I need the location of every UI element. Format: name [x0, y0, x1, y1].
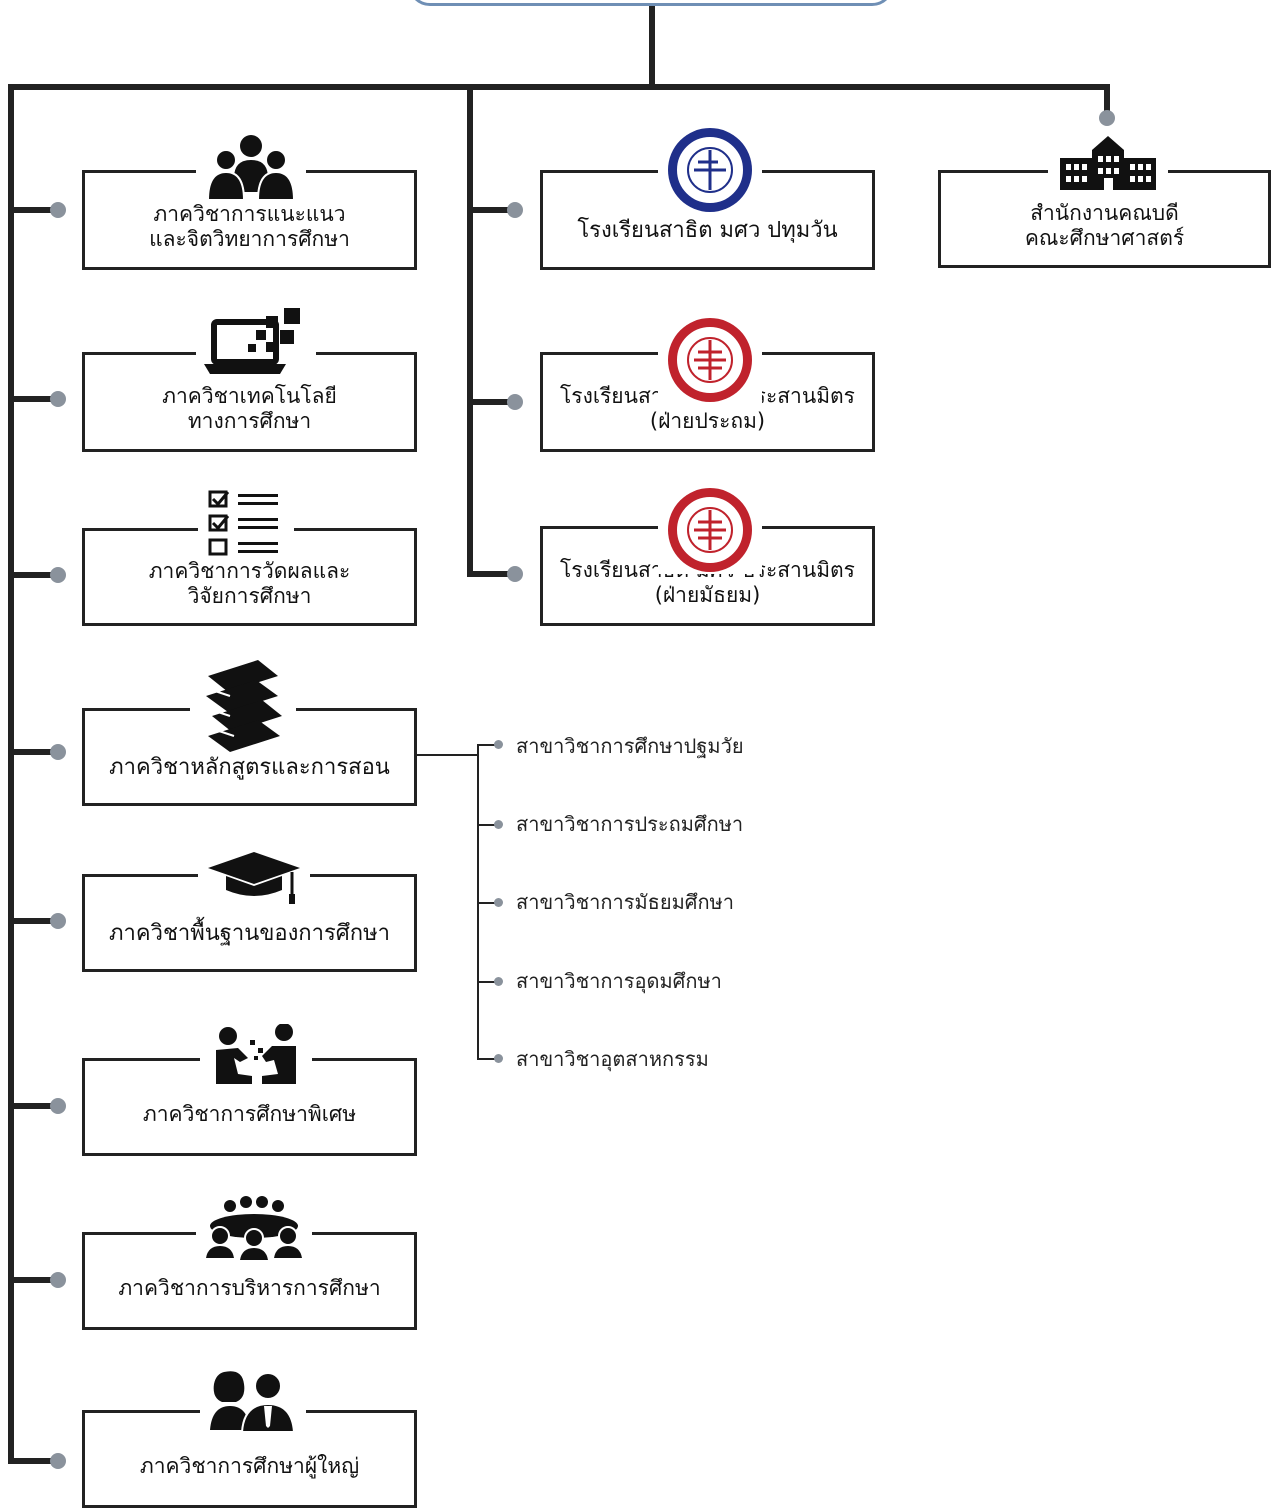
school-seal-red-icon [658, 316, 762, 404]
left-connector-dot [50, 1453, 66, 1469]
left-branch-line [8, 207, 58, 213]
middle-branch-line [467, 207, 517, 213]
middle-connector-dot [507, 202, 523, 218]
sub-branch-dot [494, 820, 503, 829]
root-vertical-line [649, 6, 655, 86]
left-branch-line [8, 918, 58, 924]
sub-branch-label: สาขาวิชาการศึกษาปฐมวัย [516, 734, 744, 758]
school-label: โรงเรียนสาธิต มศว ประสานมิตร (ฝ่ายประถม) [560, 384, 855, 433]
middle-branch-line [467, 399, 517, 405]
middle-connector-dot [507, 394, 523, 410]
building-icon [1048, 132, 1168, 190]
left-connector-dot [50, 744, 66, 760]
sub-branch-dot [494, 977, 503, 986]
left-connector-dot [50, 1272, 66, 1288]
left-spine-line [8, 84, 14, 1464]
sub-branch-tick [477, 744, 497, 746]
left-branch-line [8, 1277, 58, 1283]
office-label: สำนักงานคณบดี คณะศึกษาศาสตร์ [1024, 201, 1185, 250]
sub-branch-tick [477, 824, 497, 826]
graduation-cap-icon [198, 850, 310, 906]
left-connector-dot [50, 391, 66, 407]
middle-connector-dot [507, 566, 523, 582]
dept-label: ภาควิชาหลักสูตรและการสอน [109, 754, 390, 780]
sub-branch-tick [477, 1058, 497, 1060]
right-connector-dot [1099, 110, 1115, 126]
dept-label: ภาควิชาการแนะแนว และจิตวิทยาการศึกษา [149, 202, 350, 251]
children-playing-icon [200, 1024, 312, 1086]
left-branch-line [8, 1458, 58, 1464]
books-icon [190, 656, 296, 752]
checklist-icon [198, 490, 294, 560]
dept-label: ภาควิชาการบริหารการศึกษา [118, 1275, 381, 1300]
school-seal-blue-icon [658, 126, 762, 214]
sub-branch-dot [494, 898, 503, 907]
left-branch-line [8, 749, 58, 755]
dept-measurement-box: ภาควิชาการวัดผลและ วิจัยการศึกษา [82, 528, 417, 626]
left-connector-dot [50, 202, 66, 218]
left-branch-line [8, 396, 58, 402]
school-label: โรงเรียนสาธิต มศว ปทุมวัน [577, 217, 838, 243]
group-people-icon [196, 134, 306, 202]
left-branch-line [8, 1103, 58, 1109]
sub-branch-dot [494, 740, 503, 749]
left-connector-dot [50, 913, 66, 929]
laptop-pixels-icon [196, 306, 316, 376]
right-drop-line [1104, 84, 1110, 122]
sub-connector-horizontal [417, 754, 479, 756]
sub-branch-tick [477, 981, 497, 983]
main-horizontal-line [8, 84, 1110, 90]
dept-label: ภาควิชาการศึกษาพิเศษ [142, 1101, 357, 1126]
left-connector-dot [50, 1098, 66, 1114]
middle-branch-line [467, 571, 517, 577]
sub-branch-tick [477, 902, 497, 904]
sub-branch-dot [494, 1054, 503, 1063]
dept-label: ภาควิชาการวัดผลและ วิจัยการศึกษา [148, 559, 351, 608]
meeting-table-icon [196, 1196, 312, 1260]
dept-label: ภาควิชาเทคโนโลยี ทางการศึกษา [162, 384, 337, 433]
sub-branch-label: สาขาวิชาอุตสาหกรรม [516, 1047, 709, 1071]
sub-branch-label: สาขาวิชาการอุดมศึกษา [516, 969, 722, 993]
school-seal-red-icon [658, 486, 762, 574]
adults-icon [200, 1368, 306, 1432]
middle-spine-line [467, 84, 473, 576]
sub-branch-label: สาขาวิชาการมัธยมศึกษา [516, 890, 734, 914]
left-connector-dot [50, 567, 66, 583]
dept-label: ภาควิชาพื้นฐานของการศึกษา [109, 920, 390, 946]
sub-branch-label: สาขาวิชาการประถมศึกษา [516, 812, 744, 836]
left-branch-line [8, 572, 58, 578]
dept-label: ภาควิชาการศึกษาผู้ใหญ่ [139, 1453, 360, 1478]
